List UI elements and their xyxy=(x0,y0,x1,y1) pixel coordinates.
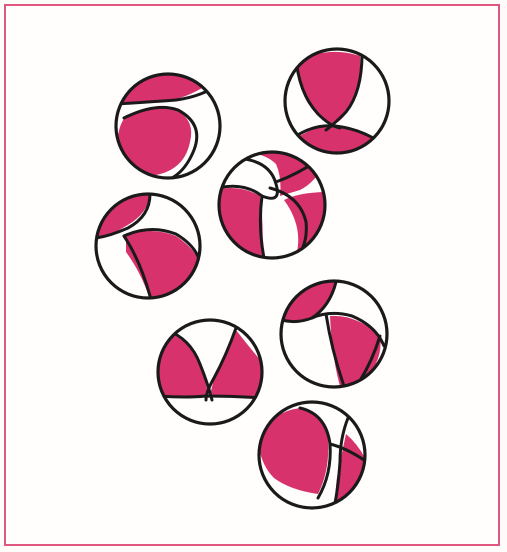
ball-5 xyxy=(281,281,387,387)
ball-3 xyxy=(212,150,330,262)
ball-1 xyxy=(110,70,226,178)
ball-6 xyxy=(158,320,262,424)
ball-4 xyxy=(96,194,200,300)
ball-2 xyxy=(285,49,389,158)
ball-7 xyxy=(258,402,366,510)
